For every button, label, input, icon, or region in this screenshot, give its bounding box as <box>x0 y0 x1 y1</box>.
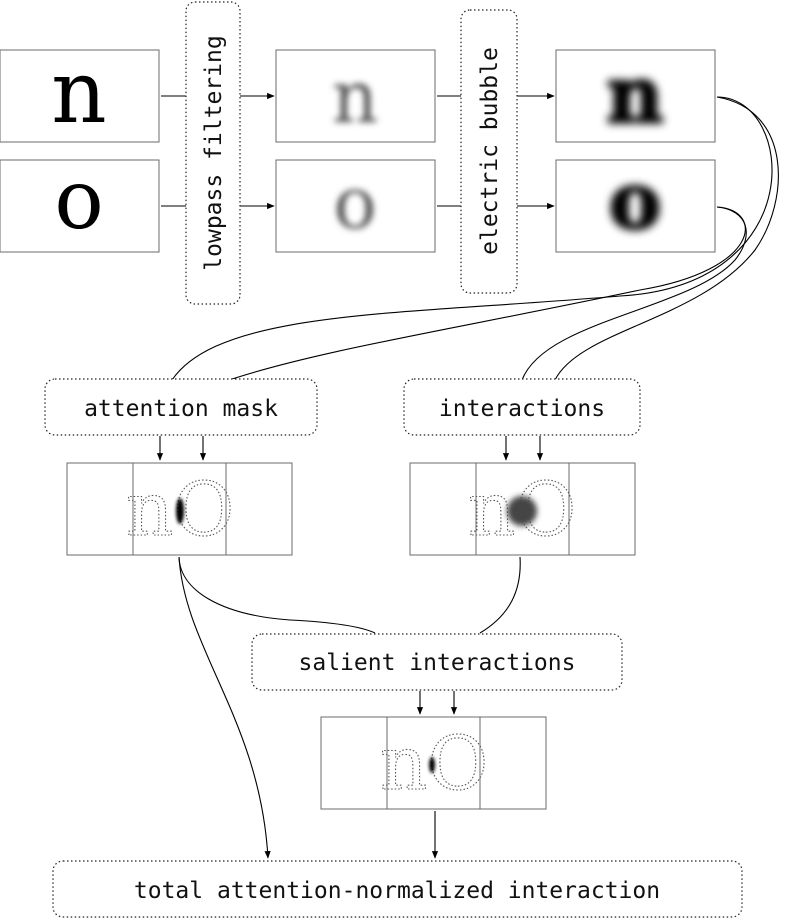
attention-mask-label: attention mask <box>84 396 278 422</box>
attention-blob <box>176 498 184 524</box>
salient-label: salient interactions <box>299 650 576 676</box>
electric-label-box <box>460 9 518 294</box>
bubble-n-glyph: n <box>607 50 664 141</box>
bubble-o-box <box>555 159 716 253</box>
electric-label: electric bubble <box>477 47 503 255</box>
total-label: total attention-normalized interaction <box>134 878 660 904</box>
curve-interactions-to-salient <box>479 556 521 634</box>
lowpass-label: lowpass filtering <box>201 35 227 270</box>
bubble-o-glyph: o <box>609 156 661 247</box>
salient-blob <box>429 757 435 773</box>
curve-o-to-attention <box>228 206 746 381</box>
curve-n-to-attention <box>171 96 773 381</box>
interactions-label-box <box>403 378 641 436</box>
attention-overlay: nO <box>66 462 293 556</box>
input-o-box <box>0 159 160 253</box>
curve-attention-to-salient <box>178 556 376 634</box>
bubble-n-box <box>555 49 716 143</box>
curve-n-to-interactions <box>554 96 779 381</box>
salient-label-box <box>251 633 623 691</box>
total-label-box <box>52 860 743 918</box>
lowpass-label-box <box>185 1 241 305</box>
lowpass-o-glyph: o <box>333 161 376 245</box>
input-o-glyph: o <box>54 153 103 248</box>
input-n-box <box>0 49 160 143</box>
salient-overlay: nO <box>320 716 547 810</box>
attention-mask-label-box <box>44 378 318 436</box>
interactions-blob <box>507 496 537 526</box>
curve-attention-to-total <box>178 556 271 859</box>
lowpass-n-glyph: n <box>332 55 378 139</box>
curve-o-to-interactions <box>521 206 747 381</box>
lowpass-n-box <box>275 49 436 143</box>
interactions-overlay: nO <box>409 462 636 556</box>
interactions-label: interactions <box>439 396 605 422</box>
input-n-glyph: n <box>51 43 106 143</box>
lowpass-o-box <box>275 159 436 253</box>
